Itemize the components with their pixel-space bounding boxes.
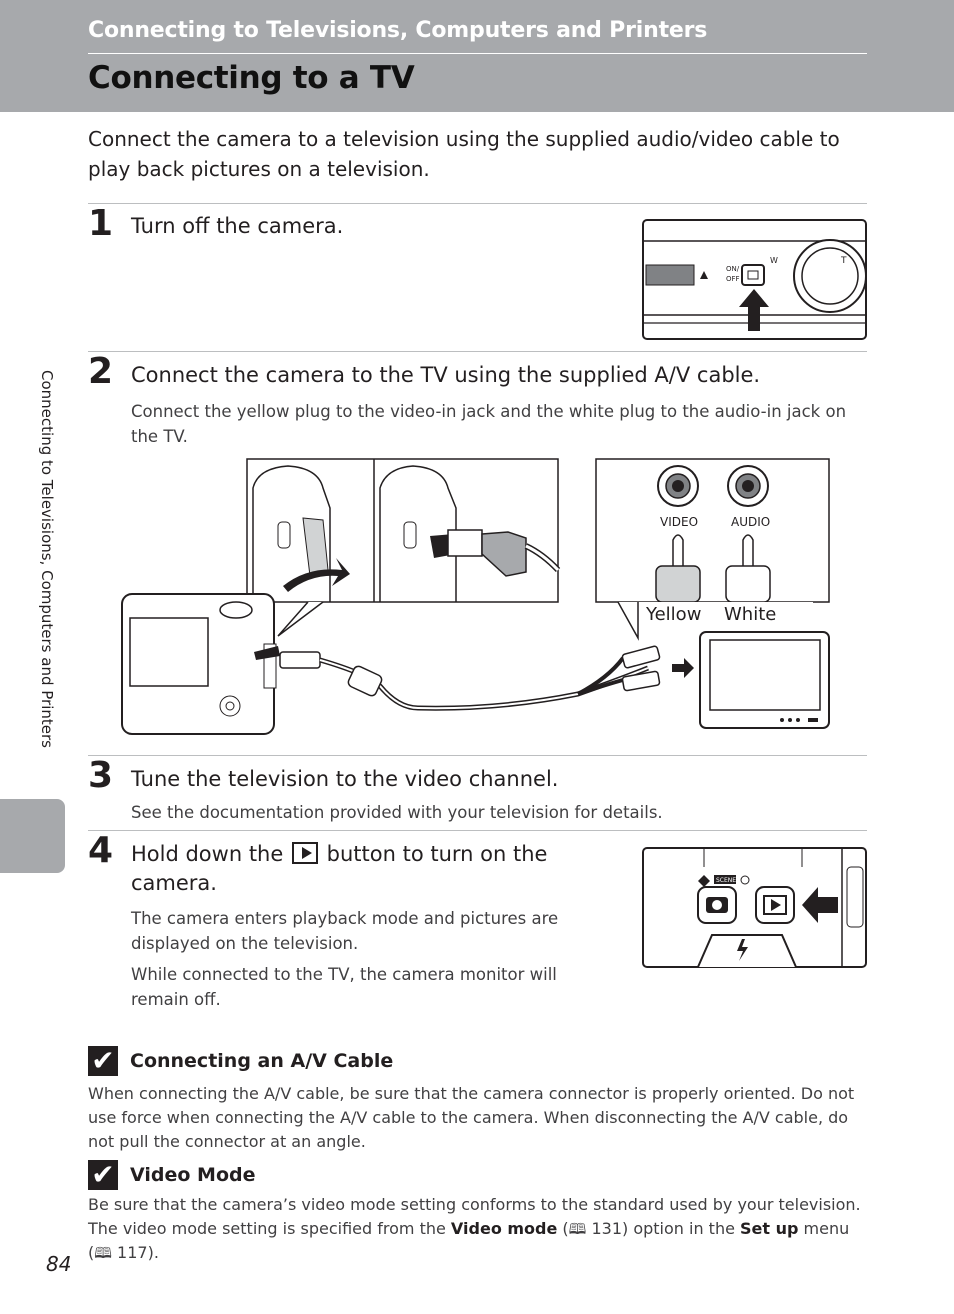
rotate-arrow-icon (283, 558, 350, 592)
video-jack-label: VIDEO (660, 515, 698, 529)
divider (88, 203, 867, 204)
arrow-right-icon (672, 658, 694, 678)
scene-label: SCENE (716, 877, 736, 884)
note-text: When connecting the A/V cable, be sure t… (88, 1084, 855, 1151)
note-title: Connecting an A/V Cable (130, 1050, 394, 1072)
off-label: OFF (726, 275, 740, 283)
note-text: Be sure that the camera’s video mode set… (88, 1193, 870, 1265)
checkmark-icon: ✔ (88, 1046, 118, 1076)
yellow-plug-label: Yellow (645, 604, 701, 625)
intro-paragraph: Connect the camera to a television using… (88, 127, 840, 181)
book-icon: 🕮 (94, 1244, 112, 1262)
page-reference: 131) option in the (591, 1219, 741, 1238)
step-text: See the documentation provided with your… (131, 803, 663, 822)
audio-jack-label: AUDIO (731, 515, 770, 529)
playback-button-illustration: SCENE (642, 847, 867, 968)
step-text: The camera enters playback mode and pict… (131, 909, 559, 953)
divider (88, 351, 867, 352)
flash-icon (737, 939, 748, 961)
menu-name: Set up (740, 1219, 799, 1238)
step-text: While connected to the TV, the camera mo… (131, 965, 557, 1009)
chapter-tab (0, 799, 65, 873)
on-label: ON/ (726, 265, 740, 273)
arrow-up-icon (739, 289, 769, 331)
step-number: 2 (88, 351, 114, 392)
note-title: Video Mode (130, 1164, 256, 1186)
step-title: Connect the camera to the TV using the s… (131, 363, 761, 387)
playback-icon (291, 842, 318, 864)
side-label: Connecting to Televisions, Computers and… (38, 370, 56, 748)
step-number: 1 (88, 203, 114, 244)
camera-power-illustration: ON/ OFF W T (642, 219, 867, 340)
step-title: Tune the television to the video channel… (131, 767, 559, 791)
divider (88, 755, 867, 756)
note-text-part: ( (557, 1219, 569, 1238)
note-text-part: menu ( (88, 1219, 850, 1262)
page-header: Connecting to Televisions, Computers and… (0, 0, 954, 112)
av-connection-diagram: VIDEO AUDIO Yellow White (121, 458, 830, 735)
step-text: Connect the yellow plug to the video-in … (131, 402, 847, 446)
t-label: T (840, 256, 847, 266)
step-number: 4 (88, 830, 114, 871)
page-number: 84 (46, 1252, 72, 1276)
w-label: W (770, 256, 778, 265)
arrow-left-icon (802, 887, 838, 923)
divider (88, 830, 867, 831)
step-title: Hold down the button to turn on the came… (131, 840, 581, 898)
step-title: Turn off the camera. (131, 214, 344, 238)
book-icon: 🕮 (568, 1220, 587, 1238)
step-title-start: Hold down the (131, 842, 284, 866)
note-text-part: Be sure that the camera’s video mode set… (88, 1195, 861, 1238)
header-divider (88, 53, 867, 54)
step-title-end: button to turn on the camera. (131, 842, 548, 895)
note-heading: ✔ Connecting an A/V Cable (88, 1046, 393, 1076)
section-title: Connecting to Televisions, Computers and… (88, 18, 708, 43)
step-number: 3 (88, 755, 114, 796)
checkmark-icon: ✔ (88, 1160, 118, 1190)
page-title: Connecting to a TV (88, 60, 415, 96)
setting-name: Video mode (450, 1219, 558, 1238)
page-reference: 117). (117, 1243, 159, 1262)
note-heading: ✔ Video Mode (88, 1160, 256, 1190)
white-plug-label: White (724, 604, 776, 625)
